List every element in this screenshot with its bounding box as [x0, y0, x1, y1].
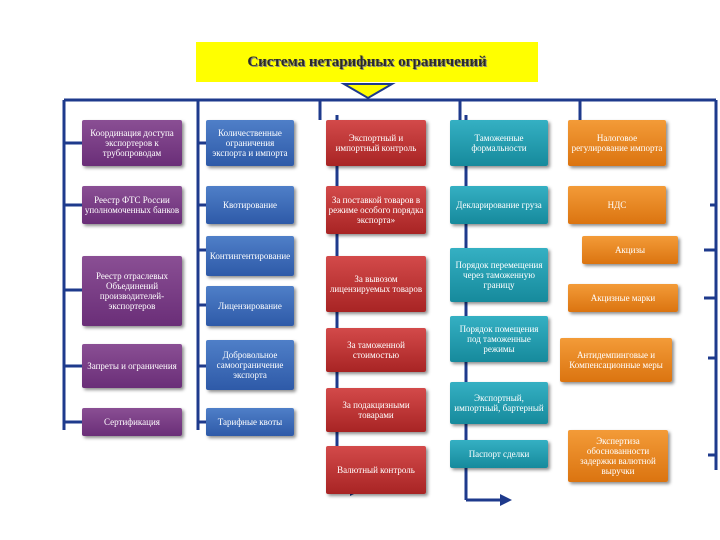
- col2-box-1: Количественные ограничения экспорта и им…: [206, 120, 294, 166]
- col3-box-1: Экспортный и импортный контроль: [326, 120, 426, 166]
- col3-box-3: За вывозом лицензируемых товаров: [326, 256, 426, 312]
- col1-box-4: Запреты и ограничения: [82, 344, 182, 388]
- col5-box-4: Акцизные марки: [568, 284, 678, 312]
- col2-box-2: Квотирование: [206, 186, 294, 224]
- col5-box-5: Антидемпинговые и Компенсационные меры: [560, 338, 672, 382]
- col5-box-6: Экспертиза обоснованности задержки валют…: [568, 430, 668, 482]
- col2-box-3: Контингентирование: [206, 236, 294, 276]
- col4-box-6: Паспорт сделки: [450, 440, 548, 468]
- col1-box-2: Реестр ФТС России уполномоченных банков: [82, 186, 182, 224]
- diagram-title: Система нетарифных ограничений: [196, 42, 538, 82]
- col1-box-5: Сертификация: [82, 408, 182, 436]
- down-arrow-icon: [340, 83, 396, 100]
- col1-box-1: Координация доступа экспортеров к трубоп…: [82, 120, 182, 166]
- col3-box-4: За таможенной стоимостью: [326, 328, 426, 372]
- col4-box-4: Порядок помещения под таможенные режимы: [450, 316, 548, 362]
- col5-box-2: НДС: [568, 186, 666, 224]
- col2-box-5: Добровольное самоограничение экспорта: [206, 340, 294, 390]
- col3-box-2: За поставкой товаров в режиме особого по…: [326, 186, 426, 234]
- col4-box-5: Экспортный, импортный, бартерный: [450, 382, 548, 424]
- col5-box-3: Акцизы: [582, 236, 678, 264]
- col5-box-1: Налоговое регулирование импорта: [568, 120, 666, 166]
- col2-box-6: Тарифные квоты: [206, 408, 294, 436]
- col4-box-2: Декларирование груза: [450, 186, 548, 224]
- col2-box-4: Лицензирование: [206, 286, 294, 326]
- col3-box-5: За подакцизными товарами: [326, 388, 426, 432]
- col3-box-6: Валютный контроль: [326, 446, 426, 494]
- col4-box-3: Порядок перемещения через таможенную гра…: [450, 248, 548, 302]
- col4-box-1: Таможенные формальности: [450, 120, 548, 166]
- col1-box-3: Реестр отраслевых Объединений производит…: [82, 256, 182, 326]
